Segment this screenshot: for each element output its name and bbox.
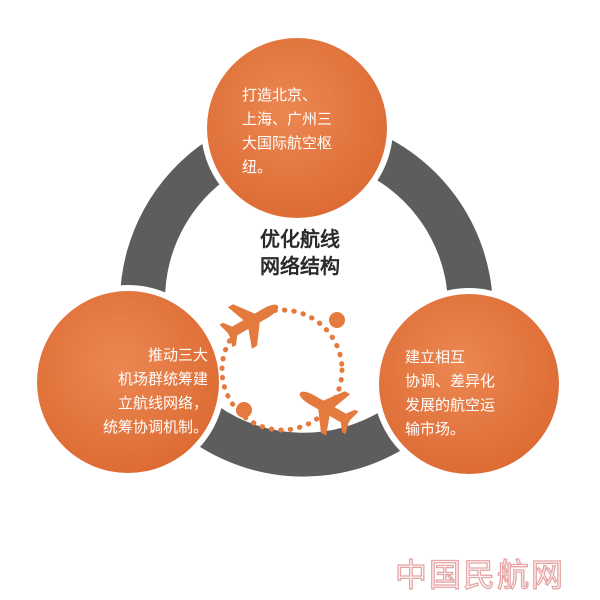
flight-loop: [219, 307, 345, 433]
node-top: [201, 32, 393, 224]
node-left: [31, 285, 225, 479]
watermark-logo: 中国民航网: [394, 555, 565, 593]
airplane-icon: [219, 304, 279, 349]
ring: [120, 140, 493, 477]
node-right: [373, 288, 565, 480]
center-title: 优化航线 网络结构: [260, 227, 340, 278]
node-right-text: 建立相互 协调、差异化 发展的航空运 输市场。: [405, 348, 496, 438]
ring-segment-bottom: [197, 406, 405, 477]
loop-dot: [236, 402, 252, 418]
ring-segment-upper-left: [120, 140, 232, 300]
node-left-text: 推动三大 机场群统筹建 立航线网络， 统筹协调机制。: [102, 346, 208, 436]
node-top-text: 打造北京、 上海、广州三 大国际航空枢 纽。: [242, 86, 333, 176]
airplane-icon: [299, 391, 359, 436]
loop-dot: [329, 312, 345, 328]
ring-segment-right: [368, 140, 493, 330]
svg-text:中国民航网: 中国民航网: [395, 556, 565, 593]
